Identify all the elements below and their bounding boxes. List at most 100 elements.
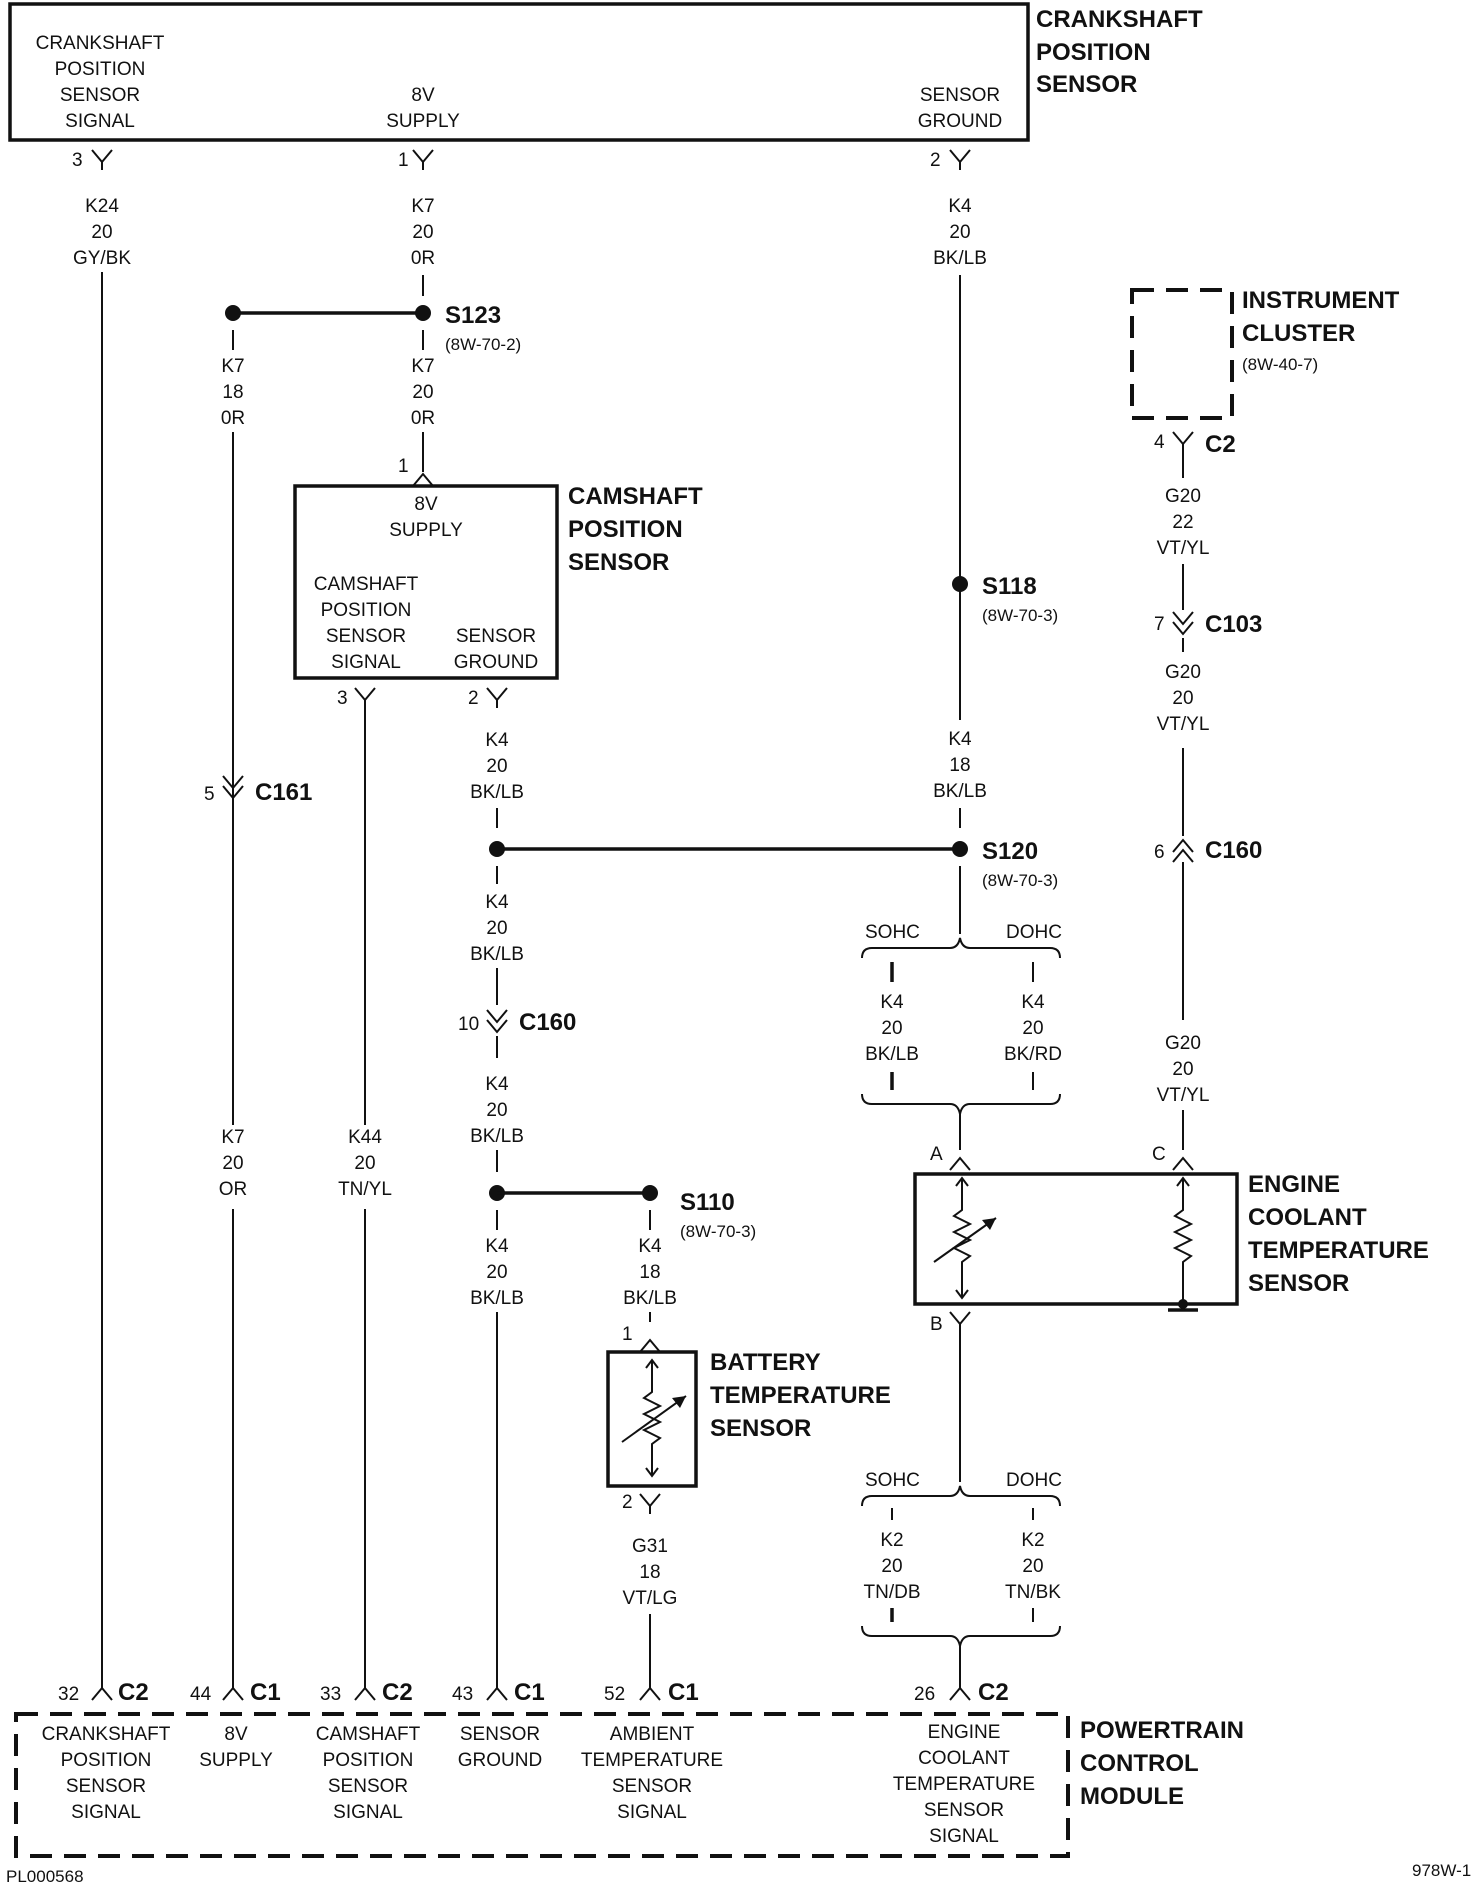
svg-text:SIGNAL: SIGNAL (331, 652, 401, 673)
svg-text:G20: G20 (1165, 486, 1201, 507)
svg-text:43: 43 (452, 1684, 473, 1705)
wire-label-k7-pcm: K7 20 OR (219, 1127, 248, 1200)
crankshaft-sensor-box (8, 2, 1030, 142)
svg-text:SENSOR: SENSOR (568, 549, 669, 576)
pcm-pin-43: 43 C1 (452, 1679, 545, 1706)
svg-text:1: 1 (622, 1324, 633, 1345)
svg-text:0R: 0R (411, 248, 435, 269)
svg-text:(8W-70-2): (8W-70-2) (445, 335, 521, 354)
cam-ground-label: SENSOR GROUND (454, 626, 538, 673)
crank-supply-label: 8V SUPPLY (386, 85, 460, 132)
ect-pin-c: C (1152, 1144, 1194, 1171)
svg-text:TEMPERATURE: TEMPERATURE (710, 1382, 891, 1409)
svg-text:CRANKSHAFT: CRANKSHAFT (36, 33, 165, 54)
svg-text:CLUSTER: CLUSTER (1242, 320, 1355, 347)
svg-text:0R: 0R (221, 408, 245, 429)
svg-text:8V: 8V (414, 494, 438, 515)
svg-text:44: 44 (190, 1684, 212, 1705)
svg-text:2: 2 (622, 1492, 633, 1513)
svg-text:K2: K2 (880, 1530, 903, 1551)
svg-text:SENSOR: SENSOR (924, 1800, 1004, 1821)
svg-text:C2: C2 (382, 1679, 413, 1706)
svg-text:20: 20 (486, 756, 507, 777)
svg-text:B: B (930, 1314, 943, 1335)
svg-text:S120: S120 (982, 838, 1038, 865)
svg-text:3: 3 (72, 150, 83, 171)
svg-text:(8W-70-3): (8W-70-3) (680, 1222, 756, 1241)
svg-text:G31: G31 (632, 1536, 668, 1557)
svg-text:VT/LG: VT/LG (623, 1588, 678, 1609)
svg-text:SENSOR: SENSOR (328, 1776, 408, 1797)
svg-text:18: 18 (949, 755, 970, 776)
ect-sensor-box (913, 1172, 1239, 1306)
svg-text:SIGNAL: SIGNAL (929, 1826, 999, 1847)
svg-text:BK/LB: BK/LB (623, 1288, 677, 1309)
wire-label-k7-top: K7 20 0R (411, 196, 435, 269)
svg-text:20: 20 (222, 1153, 243, 1174)
svg-text:10: 10 (458, 1014, 479, 1035)
svg-text:POSITION: POSITION (323, 1750, 414, 1771)
instrument-cluster-name: INSTRUMENT CLUSTER (8W-40-7) (1242, 287, 1400, 374)
svg-text:SIGNAL: SIGNAL (333, 1802, 403, 1823)
svg-text:POSITION: POSITION (568, 516, 683, 543)
svg-text:(8W-40-7): (8W-40-7) (1242, 355, 1318, 374)
svg-text:VT/YL: VT/YL (1157, 538, 1210, 559)
wire-label-k2-sohc: K2 20 TN/DB (864, 1530, 921, 1603)
svg-text:K7: K7 (221, 1127, 244, 1148)
wire-label-g20-20a: G20 20 VT/YL (1157, 662, 1210, 735)
ground-icon (1168, 1299, 1198, 1312)
svg-text:G20: G20 (1165, 662, 1201, 683)
s110-splice-dot (642, 1185, 658, 1201)
wire-label-k4-lower: K4 20 BK/LB (470, 1074, 524, 1147)
svg-text:SUPPLY: SUPPLY (199, 1750, 273, 1771)
wire-label-k4-18-s118: K4 18 BK/LB (933, 729, 987, 802)
svg-text:26: 26 (914, 1684, 935, 1705)
svg-text:K4: K4 (948, 196, 972, 217)
svg-text:SENSOR: SENSOR (1036, 71, 1137, 98)
svg-text:SENSOR: SENSOR (460, 1724, 540, 1745)
crank-pin-2: 2 (930, 149, 971, 171)
svg-text:7: 7 (1154, 614, 1165, 635)
svg-text:BK/LB: BK/LB (470, 1126, 524, 1147)
svg-text:20: 20 (486, 1100, 507, 1121)
svg-text:SENSOR: SENSOR (326, 626, 406, 647)
svg-text:8V: 8V (224, 1724, 248, 1745)
svg-text:BK/LB: BK/LB (933, 248, 987, 269)
sohc-dohc-brace-lower: SOHC DOHC (861, 1470, 1062, 1520)
cam-pin-1: 1 (398, 456, 434, 487)
svg-text:20: 20 (1022, 1556, 1043, 1577)
svg-text:C161: C161 (255, 779, 312, 806)
svg-text:VT/YL: VT/YL (1157, 714, 1210, 735)
batt-pin-1: 1 (622, 1324, 661, 1353)
svg-text:C2: C2 (1205, 431, 1236, 458)
svg-text:K7: K7 (221, 356, 244, 377)
battery-thermistor (621, 1358, 687, 1478)
svg-text:2: 2 (468, 688, 479, 709)
svg-text:CAMSHAFT: CAMSHAFT (568, 483, 703, 510)
svg-text:DOHC: DOHC (1006, 922, 1062, 943)
svg-text:K4: K4 (1021, 992, 1045, 1013)
svg-text:POWERTRAIN: POWERTRAIN (1080, 1717, 1244, 1744)
svg-text:K4: K4 (880, 992, 904, 1013)
wire-label-k4-mid: K4 20 BK/LB (470, 892, 524, 965)
svg-text:BK/LB: BK/LB (865, 1044, 919, 1065)
battery-temp-sensor-box (606, 1350, 698, 1488)
pcm-label-coolant: ENGINE COOLANT TEMPERATURE SENSOR SIGNAL (893, 1722, 1035, 1847)
svg-text:5: 5 (204, 784, 215, 805)
crank-pin-1: 1 (398, 149, 434, 171)
pcm-name: POWERTRAIN CONTROL MODULE (1080, 1717, 1244, 1810)
svg-text:MODULE: MODULE (1080, 1783, 1184, 1810)
cluster-c2-connector: 4 C2 (1154, 431, 1236, 458)
svg-text:TN/DB: TN/DB (864, 1582, 921, 1603)
ect-pin-a: A (930, 1144, 971, 1171)
wire-label-k4-bottom: K4 20 BK/LB (470, 1236, 524, 1309)
svg-text:SENSOR: SENSOR (456, 626, 536, 647)
svg-text:DOHC: DOHC (1006, 1470, 1062, 1491)
svg-text:SENSOR: SENSOR (60, 85, 140, 106)
svg-text:G20: G20 (1165, 1033, 1201, 1054)
svg-text:SUPPLY: SUPPLY (389, 520, 463, 541)
svg-text:20: 20 (412, 222, 433, 243)
svg-text:POSITION: POSITION (1036, 39, 1151, 66)
svg-text:COOLANT: COOLANT (918, 1748, 1010, 1769)
pcm-label-ground: SENSOR GROUND (458, 1724, 542, 1771)
